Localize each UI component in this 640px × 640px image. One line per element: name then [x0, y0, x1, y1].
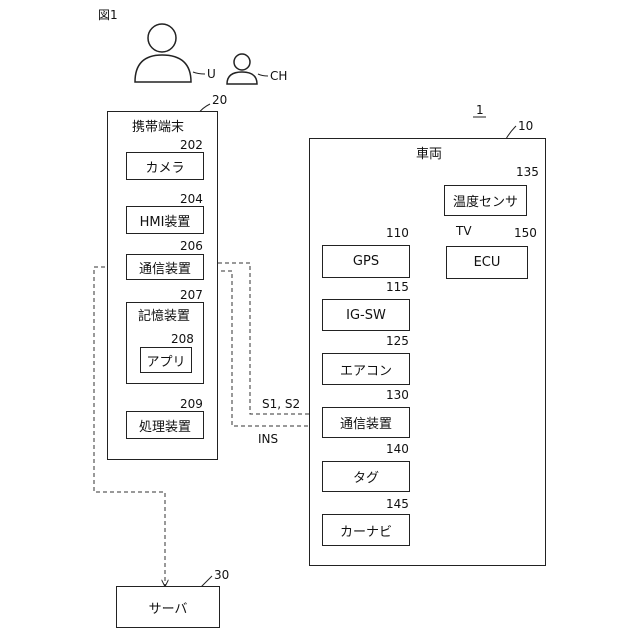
server-box: サーバ — [116, 586, 220, 628]
camera-ref: 202 — [180, 139, 203, 151]
mobile-comm-ref: 206 — [180, 240, 203, 252]
ecu-label: ECU — [474, 255, 501, 270]
tag-ref: 140 — [386, 443, 409, 455]
hmi-ref: 204 — [180, 193, 203, 205]
app-ref: 208 — [171, 333, 194, 345]
ecu-box: ECU — [446, 246, 528, 279]
tag-label: タグ — [353, 467, 379, 486]
figure-label: 図1 — [98, 9, 118, 21]
hmi-label: HMI装置 — [140, 211, 191, 230]
mobile-ref: 20 — [212, 94, 227, 106]
vehicle-comm-label: 通信装置 — [340, 413, 392, 432]
igsw-ref: 115 — [386, 281, 409, 293]
tag-box: タグ — [322, 461, 410, 492]
gps-ref: 110 — [386, 227, 409, 239]
child-label: CH — [270, 70, 287, 82]
camera-label: カメラ — [145, 157, 184, 176]
mobile-title: 携帯端末 — [132, 121, 184, 134]
signal-s1s2: S1, S2 — [262, 398, 300, 410]
temp-sensor-ref: 135 — [516, 166, 539, 178]
proc-box: 処理装置 — [126, 411, 204, 439]
ecu-ref: 150 — [514, 227, 537, 239]
temp-sensor-label: 温度センサ — [453, 191, 518, 210]
child-icon — [227, 54, 257, 84]
igsw-box: IG-SW — [322, 299, 410, 331]
proc-ref: 209 — [180, 398, 203, 410]
app-label: アプリ — [146, 351, 185, 370]
mobile-comm-box: 通信装置 — [126, 254, 204, 280]
signal-ins: INS — [258, 433, 278, 445]
aircon-label: エアコン — [340, 360, 392, 379]
signal-tv: TV — [456, 225, 472, 237]
vehicle-comm-box: 通信装置 — [322, 407, 410, 438]
igsw-label: IG-SW — [346, 308, 386, 323]
user-label: U — [207, 68, 216, 80]
gps-box: GPS — [322, 245, 410, 278]
vehicle-comm-ref: 130 — [386, 389, 409, 401]
aircon-ref: 125 — [386, 335, 409, 347]
aircon-box: エアコン — [322, 353, 410, 385]
vehicle-title: 車両 — [416, 148, 442, 161]
car-navi-label: カーナビ — [340, 521, 392, 540]
link-s1s2 — [204, 263, 322, 414]
storage-ref: 207 — [180, 289, 203, 301]
car-navi-ref: 145 — [386, 498, 409, 510]
server-ref: 30 — [214, 569, 229, 581]
app-box: アプリ — [140, 347, 192, 373]
storage-label: 記憶装置 — [138, 310, 190, 323]
vehicle-ref: 10 — [518, 120, 533, 132]
car-navi-box: カーナビ — [322, 514, 410, 546]
camera-box: カメラ — [126, 152, 204, 180]
mobile-comm-label: 通信装置 — [139, 258, 191, 277]
proc-label: 処理装置 — [139, 416, 191, 435]
server-label: サーバ — [149, 598, 188, 617]
temp-sensor-box: 温度センサ — [444, 185, 527, 216]
gps-label: GPS — [353, 254, 379, 269]
system-ref: 1 — [476, 104, 484, 116]
user-icon — [135, 24, 191, 82]
hmi-box: HMI装置 — [126, 206, 204, 234]
